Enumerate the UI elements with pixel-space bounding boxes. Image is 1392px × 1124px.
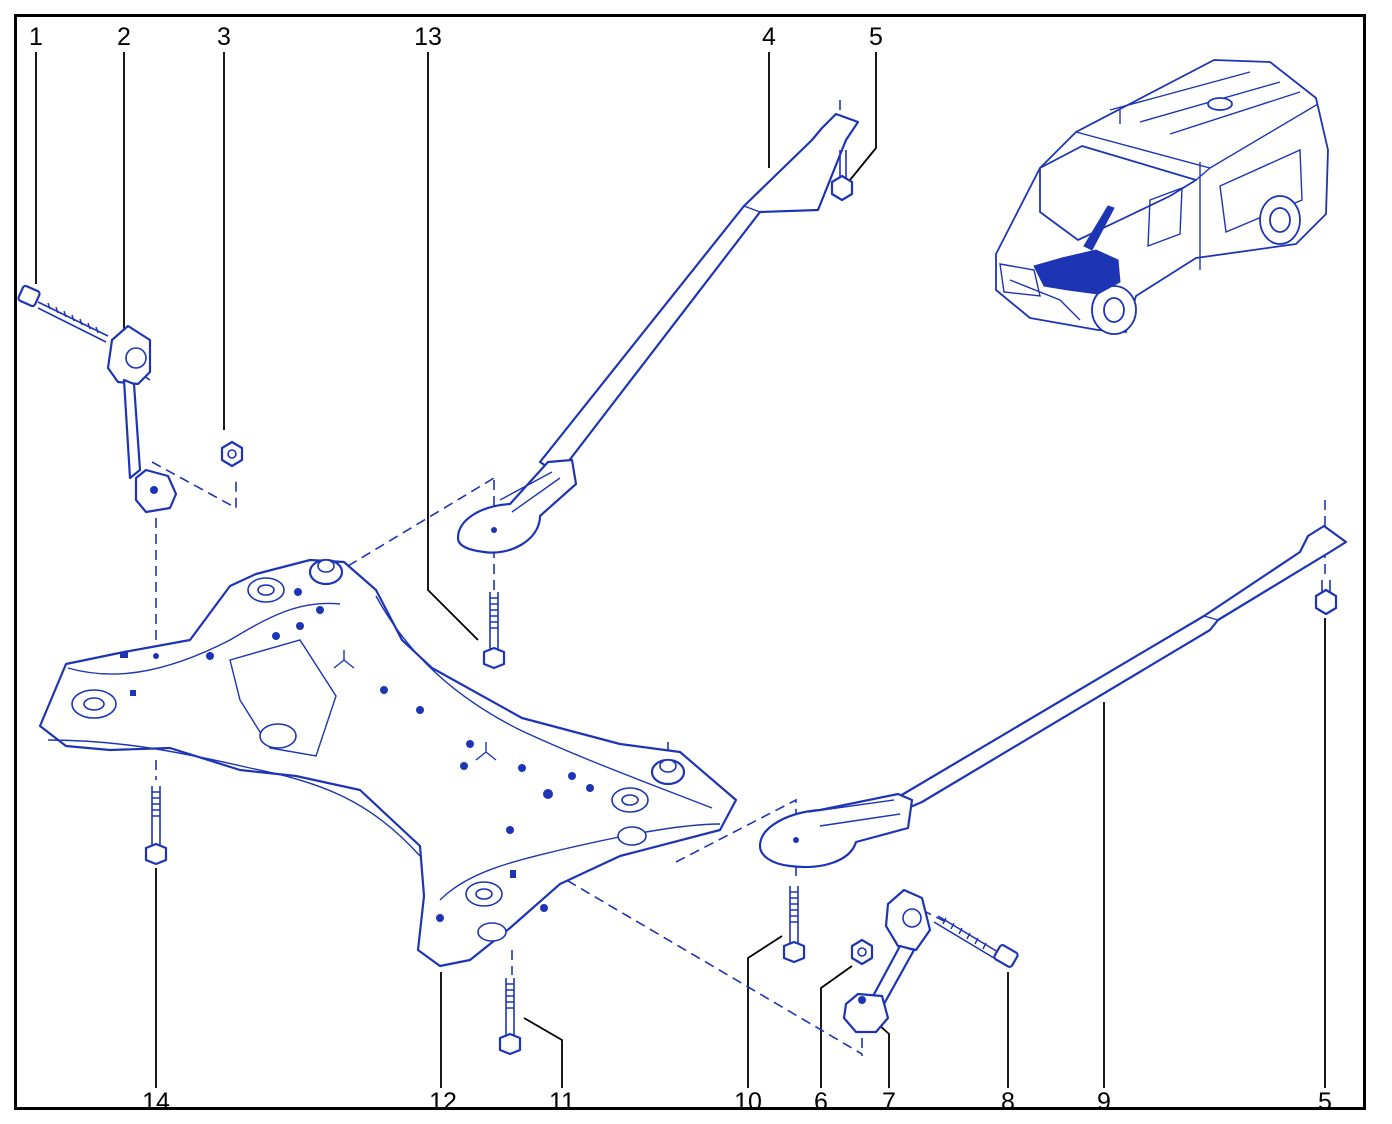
callout-7: 7 — [882, 1088, 896, 1116]
brace-rod-part-4 — [456, 112, 860, 554]
brace-rod-part-9 — [758, 524, 1348, 869]
bolt-part-8 — [933, 915, 1019, 968]
stabilizer-link-part-2 — [106, 324, 178, 514]
callout-2: 2 — [117, 23, 131, 51]
bolt-part-5-top — [830, 150, 854, 202]
bolt-part-14 — [144, 786, 168, 866]
callout-13: 13 — [414, 23, 442, 51]
callout-12: 12 — [429, 1088, 457, 1116]
nut-part-6 — [850, 938, 874, 966]
callout-5-top: 5 — [869, 23, 883, 51]
bolt-part-1 — [17, 284, 109, 343]
callout-10: 10 — [734, 1088, 762, 1116]
bolt-part-13 — [482, 592, 506, 670]
callout-5-bottom: 5 — [1318, 1088, 1332, 1116]
van-locator-illustration — [995, 59, 1329, 335]
stabilizer-link-part-7 — [842, 888, 932, 1034]
callout-labels: 1 2 3 13 4 5 14 12 11 10 6 7 8 9 5 — [29, 23, 1332, 1116]
bolt-part-10 — [782, 886, 806, 964]
callout-11: 11 — [549, 1088, 575, 1116]
leader-lines — [35, 52, 1326, 1088]
callout-14: 14 — [142, 1088, 170, 1116]
callout-1: 1 — [29, 23, 43, 51]
subframe-part-12 — [38, 558, 738, 968]
callout-3: 3 — [217, 23, 231, 51]
bolt-part-11 — [498, 978, 522, 1056]
bolt-part-5-bottom — [1314, 580, 1338, 616]
callout-6: 6 — [814, 1088, 828, 1116]
callout-9: 9 — [1097, 1088, 1111, 1116]
callout-4: 4 — [762, 23, 776, 51]
callout-8: 8 — [1001, 1088, 1015, 1116]
nut-part-3 — [220, 440, 244, 468]
